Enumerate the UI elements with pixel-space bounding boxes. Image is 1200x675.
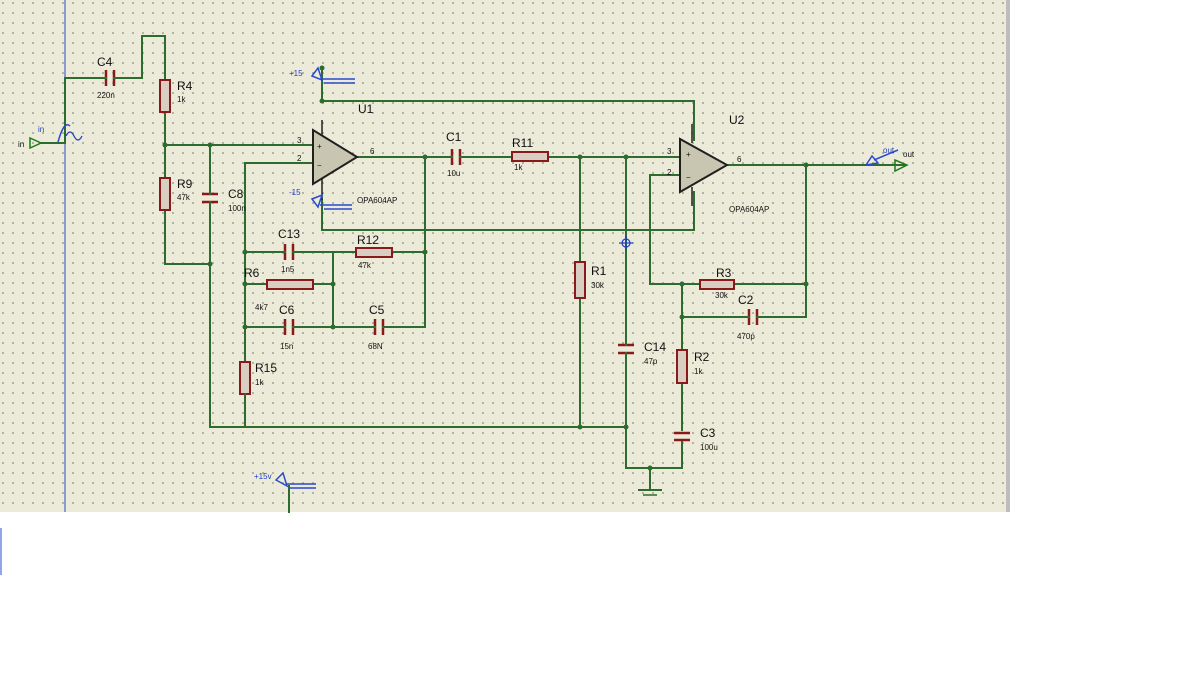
u1-minus-sign: − [317, 161, 322, 170]
r3-ref: R3 [716, 266, 732, 280]
u2-ref: U2 [729, 113, 745, 127]
resistor-r4[interactable]: R4 1k [159, 79, 193, 113]
opamp-u2[interactable]: + − 3 2 6 U2 OPA604AP [667, 113, 769, 214]
u1-plus-sign: + [317, 142, 322, 151]
c5-ref: C5 [369, 303, 385, 317]
u2-plus-sign: + [686, 150, 691, 159]
c1-value: 10u [447, 169, 460, 178]
u1-ref: U1 [358, 102, 374, 116]
u2-minus-sign: − [686, 173, 691, 182]
r6-ref: R6 [244, 266, 260, 280]
u2-pin3: 3 [667, 147, 672, 156]
r4-ref: R4 [177, 79, 193, 93]
r12-ref: R12 [357, 233, 379, 247]
probe-crosshair-icon [619, 236, 633, 250]
r11-ref: R11 [512, 136, 533, 150]
resistor-r1[interactable]: R1 30k [574, 261, 607, 299]
input-terminal[interactable]: in [18, 136, 43, 150]
grid-dots [0, 0, 1008, 512]
c2-value: 470p [737, 332, 755, 341]
wires [39, 35, 906, 513]
c4-value: 220n [97, 91, 115, 100]
input-source-marker[interactable]: in [38, 124, 83, 143]
bottom-rail-label: +15v [254, 472, 272, 481]
capacitor-c6[interactable]: C6 15n [277, 303, 301, 351]
junctions [162, 65, 809, 471]
r15-value: 1k [255, 378, 264, 387]
negative-rail-terminal[interactable]: -15 [289, 188, 352, 210]
c8-ref: C8 [228, 187, 244, 201]
c14-ref: C14 [644, 340, 666, 354]
capacitor-c4[interactable]: C4 220n [94, 55, 126, 100]
c4-ref: C4 [97, 55, 113, 69]
resistor-r2[interactable]: R2 1k [676, 349, 710, 384]
r12-value: 47k [358, 261, 372, 270]
u1-pin6: 6 [370, 147, 375, 156]
r2-value: 1k [694, 367, 703, 376]
resistor-r3[interactable]: R3 30k [699, 266, 735, 300]
r1-ref: R1 [591, 264, 607, 278]
u2-pin6: 6 [737, 155, 742, 164]
u1-part: OPA604AP [357, 196, 397, 205]
c6-ref: C6 [279, 303, 295, 317]
r9-ref: R9 [177, 177, 193, 191]
input-source-label: in [38, 125, 44, 134]
capacitor-c1[interactable]: C1 10u [444, 130, 468, 178]
bottom-rail-terminal[interactable]: +15v [254, 471, 316, 489]
r1-value: 30k [591, 281, 605, 290]
r9-value: 47k [177, 193, 191, 202]
u2-pin2: 2 [667, 168, 672, 177]
output-terminal-name: out [903, 150, 915, 159]
c13-ref: C13 [278, 227, 300, 241]
u1-pin3: 3 [297, 136, 302, 145]
positive-rail-label: +15 [289, 69, 303, 78]
r4-value: 1k [177, 95, 186, 104]
r11-value: 1k [514, 163, 523, 172]
capacitor-c3[interactable]: C3 100u [674, 426, 718, 452]
resistor-r15[interactable]: R15 1k [239, 361, 277, 411]
c6-value: 15n [280, 342, 293, 351]
c13-value: 1n5 [281, 265, 295, 274]
ground-icon[interactable] [638, 489, 662, 496]
resistor-r12[interactable]: R12 47k [355, 233, 393, 270]
u1-pin2: 2 [297, 154, 302, 163]
negative-rail-label: -15 [289, 188, 301, 197]
output-terminal[interactable]: out out [864, 146, 915, 173]
capacitor-c13[interactable]: C13 1n5 [277, 227, 301, 274]
r15-ref: R15 [255, 361, 277, 375]
capacitor-c8[interactable]: C8 100n [202, 187, 246, 213]
c3-value: 100u [700, 443, 718, 452]
c3-ref: C3 [700, 426, 716, 440]
c1-ref: C1 [446, 130, 462, 144]
c14-value: 47p [644, 357, 658, 366]
capacitor-c5[interactable]: C5 68N [367, 303, 391, 351]
c5-value: 68N [368, 342, 383, 351]
input-terminal-name: in [18, 140, 24, 149]
r3-value: 30k [715, 291, 729, 300]
u2-part: OPA604AP [729, 205, 769, 214]
resistor-r11[interactable]: R11 1k [511, 136, 549, 172]
capacitor-c14[interactable]: C14 47p [618, 339, 666, 366]
resistor-r9[interactable]: R9 47k [159, 177, 193, 211]
positive-rail-terminal[interactable]: +15 [289, 66, 355, 84]
c8-value: 100n [228, 204, 246, 213]
capacitor-c2[interactable]: C2 470p [737, 293, 763, 341]
r6-value: 4k7 [255, 303, 268, 312]
output-source-label: out [883, 146, 895, 155]
opamp-u1[interactable]: + − 3 2 6 U1 OPA604AP [297, 102, 397, 205]
resistor-r6[interactable]: R6 4k7 [244, 266, 314, 312]
c2-ref: C2 [738, 293, 754, 307]
r2-ref: R2 [694, 350, 710, 364]
